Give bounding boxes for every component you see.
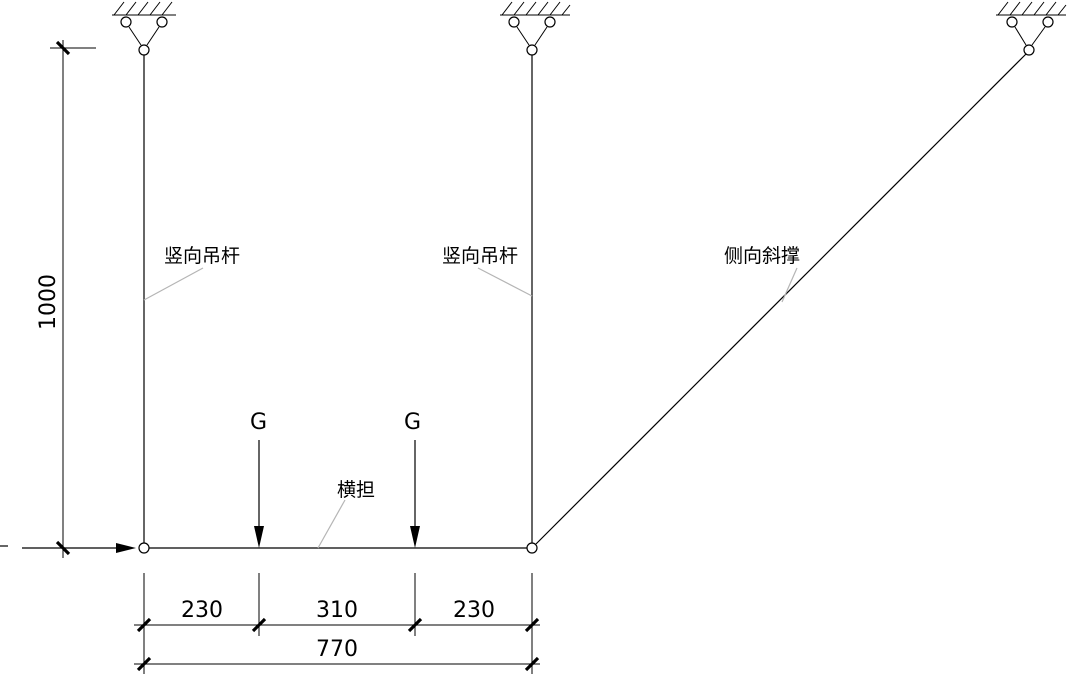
support-left [112, 1, 176, 56]
node-bottom-left [138, 542, 150, 554]
leader-rod-right [477, 267, 533, 297]
label-vertical-rod-right: 竖向吊杆 [442, 245, 518, 267]
dimension-total [134, 656, 540, 672]
dimension-seg-right: 230 [453, 598, 495, 623]
dimension-seg-mid: 310 [316, 598, 358, 623]
label-vertical-rod-left: 竖向吊杆 [164, 245, 240, 267]
dimension-chain-segments [134, 573, 540, 674]
load-arrow-left [254, 440, 264, 548]
horizontal-force-arrow [0, 543, 136, 553]
leader-rod-left [143, 267, 204, 301]
diagonal-brace [535, 53, 1027, 545]
node-bottom-right [526, 542, 538, 554]
load-arrow-right [410, 440, 420, 548]
dimension-total-value: 770 [316, 637, 358, 662]
leader-crossarm [317, 499, 346, 549]
dimension-seg-left: 230 [181, 598, 223, 623]
label-crossarm: 横担 [337, 479, 375, 501]
load-label-right: G [404, 410, 421, 435]
leader-diagonal [781, 267, 798, 303]
dimension-height [50, 40, 96, 558]
support-middle [500, 1, 571, 56]
load-label-left: G [250, 410, 267, 435]
label-diagonal-brace: 侧向斜撑 [724, 245, 800, 267]
dimension-height-value: 1000 [36, 274, 61, 330]
support-right [996, 1, 1067, 56]
